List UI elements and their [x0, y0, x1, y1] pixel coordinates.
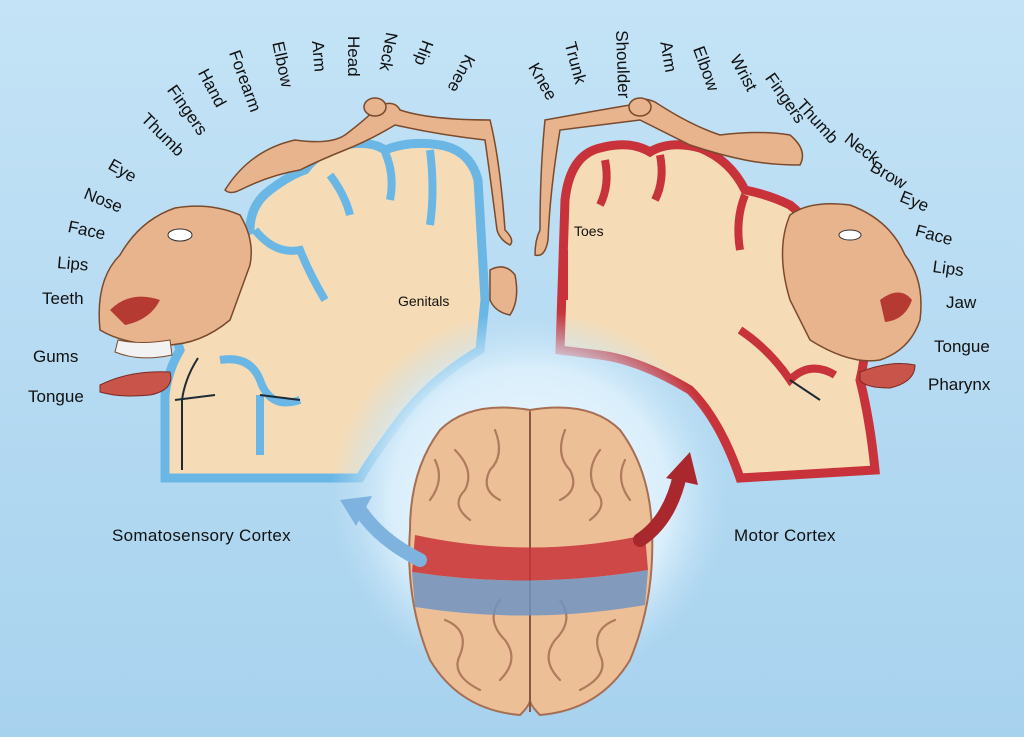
- motor-label-tongue: Tongue: [934, 337, 990, 356]
- motor-arrow: [633, 468, 687, 547]
- sensory-label-head: Head: [344, 36, 363, 77]
- sensory-body: [224, 97, 518, 316]
- motor-cortex-caption: Motor Cortex: [734, 526, 836, 545]
- somatosensory-cortex-caption: Somatosensory Cortex: [112, 526, 291, 545]
- sensory-strip-band: [412, 570, 648, 616]
- sensory-label-teeth: Teeth: [42, 289, 84, 308]
- motor-label-pharynx: Pharynx: [928, 375, 991, 394]
- brain-top-view: [408, 406, 654, 717]
- label-toes: Toes: [574, 223, 604, 239]
- motor-body: [534, 97, 804, 257]
- motor-label-lips: Lips: [931, 257, 966, 281]
- motor-face: [781, 203, 922, 389]
- sensory-face: [98, 205, 252, 397]
- motor-arrow-head: [666, 452, 698, 485]
- motor-label-arm: Arm: [656, 39, 681, 74]
- label-genitals: Genitals: [398, 293, 450, 309]
- sensory-label-tongue: Tongue: [28, 387, 84, 406]
- sensory-label-lips: Lips: [56, 253, 90, 275]
- motor-strip-band: [412, 535, 648, 581]
- sensory-label-arm: Arm: [308, 39, 330, 73]
- motor-label-shoulder: Shoulder: [612, 29, 634, 99]
- sensory-label-gums: Gums: [33, 347, 79, 366]
- motor-label-jaw: Jaw: [946, 293, 977, 312]
- sensory-arrow-head: [340, 496, 372, 526]
- sensory-arrow: [353, 503, 427, 567]
